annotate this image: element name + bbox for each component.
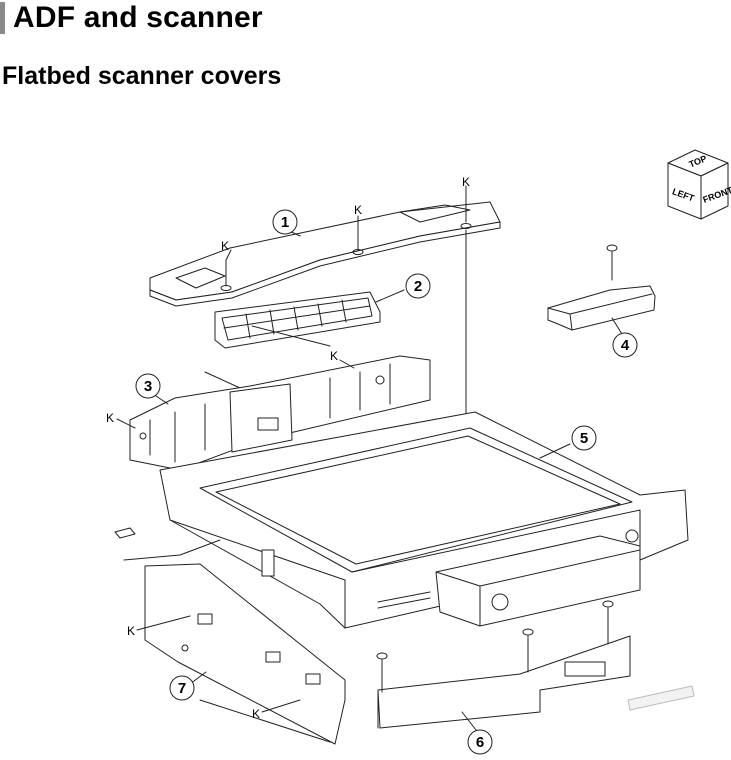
part-1-top-cover <box>149 185 501 421</box>
k-label: K <box>127 624 135 638</box>
heading-accent-bar <box>0 2 5 34</box>
callout-6-label: 6 <box>476 734 484 751</box>
subsection-title: Flatbed scanner covers <box>2 62 282 90</box>
k-label: K <box>330 349 338 363</box>
k-label: K <box>354 203 362 217</box>
callout-1: 1 <box>272 209 298 235</box>
callout-7-label: 7 <box>178 680 186 697</box>
part-4-bracket <box>547 244 656 331</box>
callout-4: 4 <box>612 332 638 358</box>
section-heading: ADF and scanner <box>0 0 263 36</box>
callout-5-label: 5 <box>580 430 588 447</box>
callout-6: 6 <box>467 729 493 755</box>
part-2-grille <box>204 291 381 389</box>
callout-3: 3 <box>135 373 161 399</box>
callout-3-label: 3 <box>144 378 152 395</box>
leader-lines <box>116 223 623 731</box>
k-label: K <box>462 175 470 189</box>
part-6-front-rail <box>376 600 695 729</box>
callout-2-label: 2 <box>414 278 422 295</box>
callout-5: 5 <box>571 425 597 451</box>
part-5-scanner-base <box>159 411 689 629</box>
orientation-cube: TOP LEFT FRONT <box>667 149 731 220</box>
section-title: ADF and scanner <box>13 1 263 34</box>
part-7-left-panel <box>114 527 346 745</box>
k-label: K <box>252 707 260 721</box>
screw-labels: K K K K K K K <box>106 175 470 721</box>
k-label: K <box>106 411 114 425</box>
callout-4-label: 4 <box>621 337 630 354</box>
callout-7: 7 <box>169 675 195 701</box>
callout-2: 2 <box>405 273 431 299</box>
part-3-side-frame <box>129 355 431 471</box>
callout-1-label: 1 <box>281 214 289 231</box>
k-label: K <box>221 239 229 253</box>
